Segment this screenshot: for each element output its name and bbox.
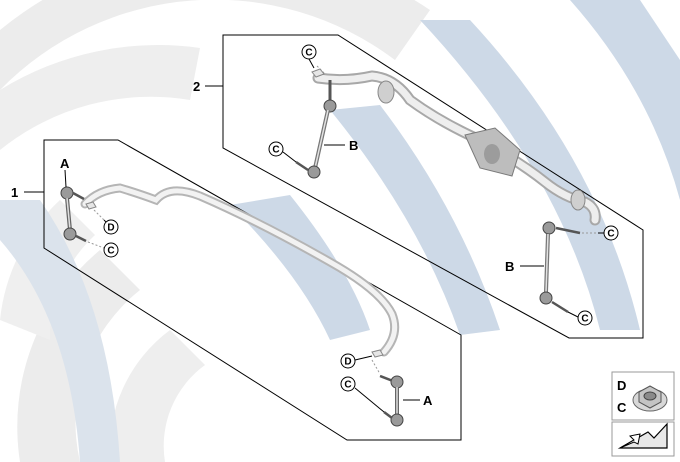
kit-2-callout-c1 bbox=[301, 44, 317, 60]
kit-1-callout-c-right bbox=[340, 376, 356, 392]
legend-letter-top: D bbox=[617, 378, 626, 393]
kit-1-leader-c-right bbox=[354, 387, 385, 413]
kit-2-link-lower-ball-top bbox=[542, 221, 556, 235]
kit-1-callout-c-right-text: C bbox=[344, 380, 351, 391]
kit-1-nut-dash-left-d bbox=[93, 209, 105, 221]
kit-2-group: 2 bbox=[193, 34, 644, 339]
kit-1-callout-d-right bbox=[340, 353, 356, 369]
kit-1-nut-left bbox=[85, 201, 97, 210]
kit-1-nut-dash-left-c bbox=[87, 241, 105, 249]
kit-2-number: 2 bbox=[193, 79, 200, 94]
kit-2-nut-top bbox=[311, 68, 325, 78]
kit-2-link-lower-ball-bottom bbox=[539, 291, 553, 305]
kit-1-link-a-right-ball-top bbox=[390, 375, 404, 389]
kit-1-leader-d-left bbox=[103, 219, 107, 223]
kit-1-link-a-right-stud-bottom bbox=[383, 411, 393, 419]
kit-1-callout-d-left-text: D bbox=[107, 223, 114, 234]
flange-nut-icon-hole bbox=[643, 391, 657, 401]
arrow-icon-pointer bbox=[619, 433, 641, 449]
kit-1-nut-dash-right bbox=[371, 359, 381, 375]
kit-2-mount-center-hole bbox=[484, 144, 500, 164]
kit-1-link-a-right-ball-bottom bbox=[390, 413, 404, 427]
kit-1-link-a-right bbox=[371, 349, 404, 427]
kit-2-bushing-left bbox=[377, 80, 395, 104]
kit-1-callout-c-left bbox=[103, 242, 119, 258]
watermark-blue-band-2 bbox=[330, 105, 500, 335]
kit-1-link-a-left-ball-top bbox=[60, 186, 74, 200]
kit-2-callout-c4 bbox=[577, 310, 593, 326]
watermark-grey-arc-inner bbox=[109, 330, 205, 462]
kit-2-link-lower-rod-hl bbox=[545, 233, 549, 293]
kit-1-callout-c-left-text: C bbox=[107, 246, 114, 257]
kit-1-link-a-left-stud-top bbox=[72, 191, 85, 201]
kit-1-link-a-left-stud-bottom bbox=[75, 234, 87, 243]
kit-2-callout-c2 bbox=[268, 141, 284, 157]
watermark-grey-ring-outer bbox=[0, 0, 430, 90]
legend-letter-bottom: C bbox=[617, 400, 627, 415]
kit-2-leader-c1 bbox=[308, 58, 315, 69]
kit-2-label-b-upper: B bbox=[349, 138, 358, 153]
kit-2-link-lower-stud-top bbox=[555, 226, 581, 235]
kit-2-callout-c1-text: C bbox=[305, 48, 312, 59]
watermark-blue-band-5 bbox=[0, 200, 120, 462]
kit-1-callout-d-right-text: D bbox=[344, 357, 351, 368]
arrow-icon-box[interactable] bbox=[611, 421, 675, 457]
kit-2-label-b-lower: B bbox=[505, 259, 514, 274]
kit-2-callout-c3-text: C bbox=[607, 229, 614, 240]
kit-1-label-a-left: A bbox=[60, 156, 70, 171]
kit-2-link-lower-stud-bottom bbox=[551, 300, 569, 314]
kit-1-link-a-left-rod-hl bbox=[66, 197, 71, 231]
kit-1-leader-a-left bbox=[64, 169, 67, 188]
kit-2-link-upper-ball-bottom bbox=[307, 165, 321, 179]
kit-1-leader-d-right bbox=[354, 355, 373, 361]
kit-1-link-a-left bbox=[60, 186, 105, 249]
kit-2-callout-c3 bbox=[603, 225, 619, 241]
legend-box: D C bbox=[611, 371, 675, 421]
watermark-blue-band-1 bbox=[420, 20, 640, 330]
kit-1-frame bbox=[43, 139, 462, 441]
kit-2-link-upper bbox=[295, 65, 337, 179]
kit-1-group: 1 A bbox=[11, 139, 462, 441]
watermark-grey-ring-left bbox=[0, 45, 200, 150]
kit-2-callout-c2-text: C bbox=[272, 145, 279, 156]
kit-2-link-upper-stud-bottom bbox=[295, 160, 309, 172]
flange-nut-icon bbox=[632, 385, 668, 412]
kit-2-frame bbox=[222, 34, 644, 339]
kit-1-label-a-right: A bbox=[423, 393, 433, 408]
kit-1-number: 1 bbox=[11, 185, 18, 200]
kit-1-link-a-left-ball-bottom bbox=[63, 227, 77, 241]
kit-2-leader-c4 bbox=[567, 311, 579, 318]
kit-2-callout-c4-text: C bbox=[581, 314, 588, 325]
watermark-blue-band-4 bbox=[570, 0, 680, 200]
kit-2-bushing-right bbox=[570, 189, 586, 211]
kit-2-leader-c2 bbox=[282, 151, 297, 163]
kit-1-stabilizer-bar-highlight bbox=[82, 185, 398, 355]
kit-2-link-lower bbox=[539, 221, 598, 314]
kit-1-nut-right bbox=[371, 349, 384, 358]
kit-2-link-upper-rod-hl bbox=[314, 109, 329, 169]
kit-1-callout-d-left bbox=[103, 219, 119, 235]
kit-2-link-upper-ball-top bbox=[323, 99, 337, 113]
